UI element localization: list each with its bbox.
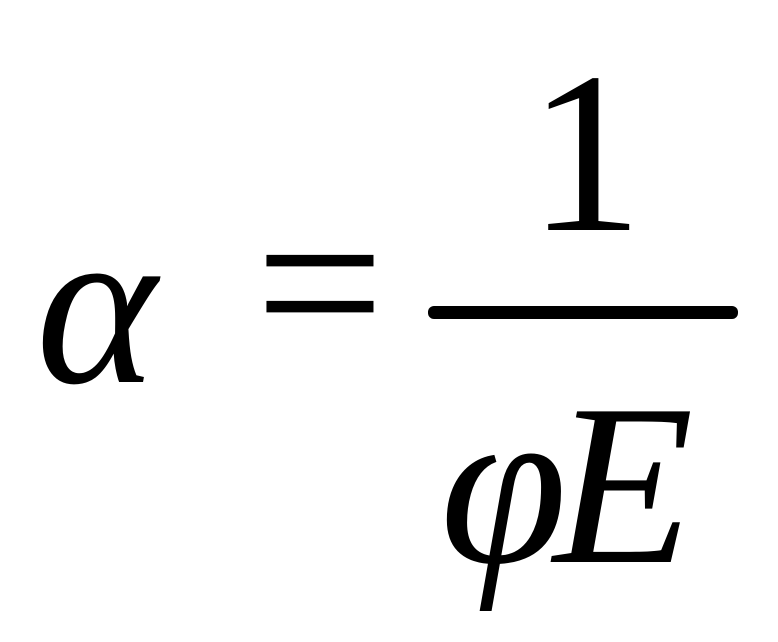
equals-sign: = (255, 155, 385, 410)
fraction-numerator: 1 (528, 25, 643, 280)
fraction-denominator: φE (440, 357, 694, 612)
fraction-bar (428, 306, 738, 319)
lhs-alpha: α (36, 177, 157, 432)
